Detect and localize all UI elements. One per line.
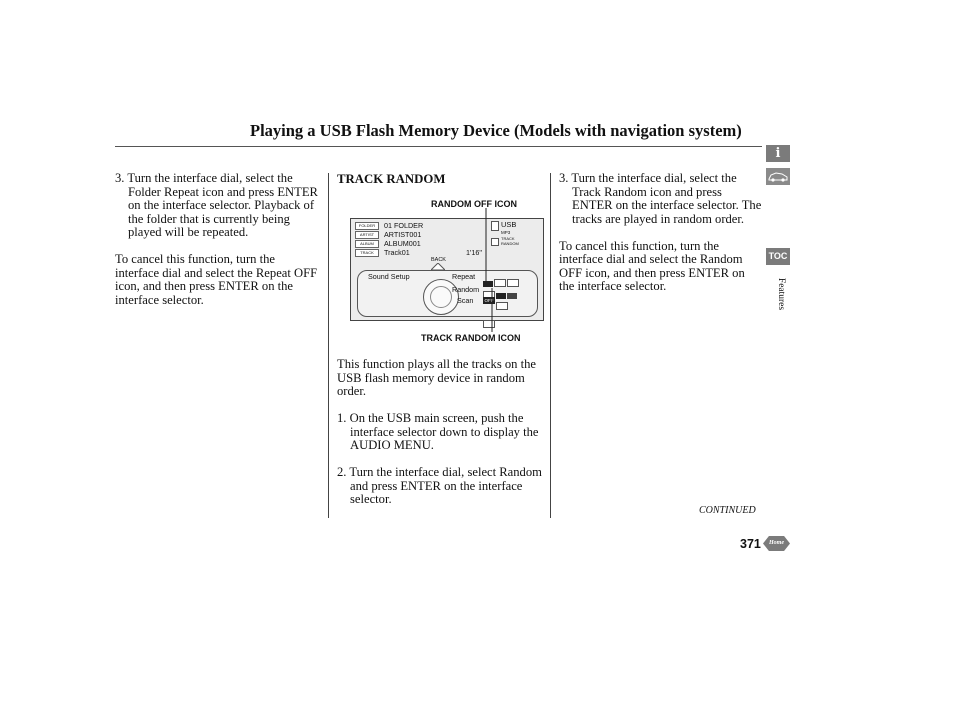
track-name: Track01 <box>384 248 410 257</box>
right-step-3: 3. Turn the interface dial, select the T… <box>559 171 762 226</box>
track-random-icon-callout: TRACK RANDOM ICON <box>421 333 521 343</box>
right-cancel-text: To cancel this function, turn the interf… <box>559 238 745 293</box>
section-side-label: Features <box>776 277 786 311</box>
info-tab-icon[interactable]: i <box>766 145 790 162</box>
usb-label: USB <box>501 220 517 229</box>
vehicle-tab[interactable] <box>766 168 790 185</box>
menu-random: Random <box>452 285 480 294</box>
page-title: Playing a USB Flash Memory Device (Model… <box>250 121 742 140</box>
intro-text: This function plays all the tracks on th… <box>337 357 537 398</box>
car-icon <box>768 172 788 182</box>
dial-inner-ring <box>430 286 452 308</box>
back-arrow-icon <box>431 263 445 270</box>
middle-step-1: 1. On the USB main screen, push the inte… <box>337 411 539 452</box>
scan-icon-strip: OFF <box>483 297 519 328</box>
mode-label: TRACK RANDOM <box>501 236 519 246</box>
shuffle-icon <box>491 238 499 246</box>
column-divider-right <box>550 173 551 518</box>
artist-tag: ARTIST <box>355 231 379 239</box>
home-label: Home <box>769 540 784 546</box>
toc-button[interactable]: TOC <box>766 248 790 265</box>
screen-folder-row: FOLDER 01 FOLDER <box>355 221 423 230</box>
screen-artist-row: ARTIST ARTIST001 <box>355 230 421 239</box>
track-tag: TRACK <box>355 249 379 257</box>
title-rule <box>115 146 762 147</box>
folder-tag: FOLDER <box>355 222 379 230</box>
middle-step-2: 2. Turn the interface dial, select Rando… <box>337 465 542 506</box>
artist-name: ARTIST001 <box>384 230 422 239</box>
menu-sound-setup: Sound Setup <box>368 272 410 281</box>
middle-column-text: This function plays all the tracks on th… <box>337 357 542 520</box>
left-cancel-text: To cancel this function, turn the interf… <box>115 252 318 307</box>
menu-scan: Scan <box>457 296 474 305</box>
elapsed-time: 1'16" <box>466 248 482 257</box>
random-off-icon-callout: RANDOM OFF ICON <box>431 199 517 209</box>
folder-name: 01 FOLDER <box>384 221 424 230</box>
scan-off-icon: OFF <box>483 297 495 304</box>
column-divider-left <box>328 173 329 518</box>
screen-track-row: TRACK Track01 <box>355 248 410 257</box>
back-label: BACK <box>431 257 446 263</box>
left-step-3: 3. Turn the interface dial, select the F… <box>115 171 318 239</box>
usb-icon <box>491 221 499 231</box>
right-column: 3. Turn the interface dial, select the T… <box>559 171 763 307</box>
album-tag: ALBUM <box>355 240 379 248</box>
continued-label: CONTINUED <box>699 505 756 516</box>
section-heading: TRACK RANDOM <box>337 172 446 186</box>
repeat-icon-strip <box>483 274 519 287</box>
source-status: USB MP3 TRACK RANDOM <box>491 220 521 249</box>
page-number: 371 <box>740 537 761 551</box>
section-side-label-wrap: Features <box>775 270 787 320</box>
format-label: MP3 <box>501 230 511 235</box>
track-random-icon <box>496 293 506 299</box>
screen-album-row: ALBUM ALBUM001 <box>355 239 421 248</box>
menu-repeat: Repeat <box>452 272 476 281</box>
home-button[interactable]: Home <box>763 536 790 551</box>
left-column: 3. Turn the interface dial, select the F… <box>115 171 320 321</box>
callout-leader-lines <box>485 208 493 332</box>
album-name: ALBUM001 <box>384 239 421 248</box>
